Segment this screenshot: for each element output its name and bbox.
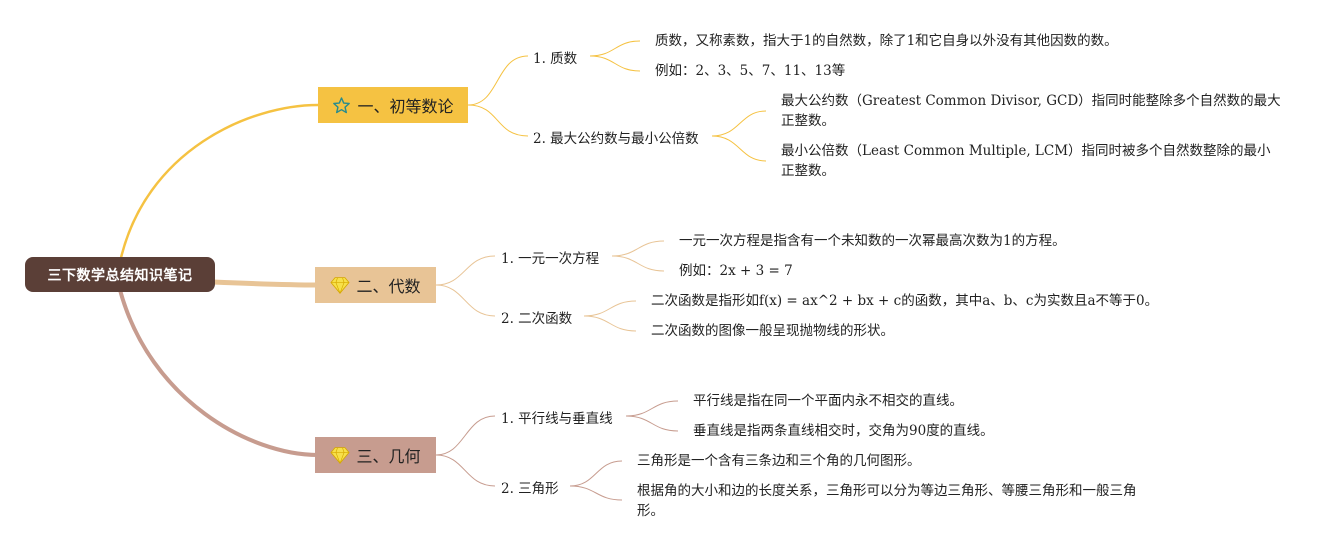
link-root-branch1: [118, 103, 319, 263]
sub-prime-numbers[interactable]: 1. 质数: [533, 51, 578, 67]
root-title: 三下数学总结知识笔记: [47, 267, 193, 284]
link-b3-s2: [435, 454, 496, 487]
leaf-triangle-classification: 根据角的大小和边的长度关系，三角形可以分为等边三角形、等腰三角形和一般三角形。: [637, 483, 1137, 519]
diamond-icon: [330, 446, 351, 464]
branch-label: 一、初等数论: [357, 97, 454, 116]
link-root-branch3: [118, 289, 319, 457]
branch-number-theory[interactable]: 一、初等数论: [318, 87, 468, 123]
link-b3-s2-l1: [569, 460, 623, 487]
link-b1-s1-l2: [589, 55, 641, 72]
sub-quadratic-function[interactable]: 2. 二次函数: [501, 311, 573, 327]
link-root-branch2: [212, 279, 319, 288]
leaf-prime-example: 例如：2、3、5、7、11、13等: [655, 63, 846, 79]
link-b1-s1: [467, 55, 529, 106]
leaf-quadratic-definition: 二次函数是指形如f(x) = ax^2 + bx + c的函数，其中a、b、c为…: [651, 293, 1159, 309]
sub-parallel-perpendicular[interactable]: 1. 平行线与垂直线: [501, 411, 613, 427]
branch-label: 三、几何: [356, 447, 421, 466]
star-icon: [332, 96, 351, 115]
root-node[interactable]: 三下数学总结知识笔记: [25, 257, 215, 292]
link-b2-s1-l1: [611, 240, 665, 257]
link-b3-s1-l1: [625, 400, 679, 417]
diamond-icon: [330, 276, 351, 294]
link-b1-s2: [467, 104, 529, 137]
link-b2-s2: [435, 284, 496, 317]
link-b2-s1: [435, 255, 496, 286]
link-b2-s2-l1: [583, 300, 637, 317]
link-b1-s2-l1: [711, 110, 767, 137]
branch-geometry[interactable]: 三、几何: [315, 437, 436, 473]
leaf-parallel: 平行线是指在同一个平面内永不相交的直线。: [693, 393, 963, 409]
link-b3-s2-l2: [569, 485, 623, 501]
sub-linear-equation[interactable]: 1. 一元一次方程: [501, 251, 600, 267]
leaf-gcd: 最大公约数（Greatest Common Divisor, GCD）指同时能整…: [781, 93, 1281, 129]
leaf-linear-definition: 一元一次方程是指含有一个未知数的一次幂最高次数为1的方程。: [679, 233, 1066, 249]
branch-algebra[interactable]: 二、代数: [315, 267, 436, 303]
leaf-quadratic-graph: 二次函数的图像一般呈现抛物线的形状。: [651, 323, 894, 339]
link-b1-s1-l1: [589, 40, 641, 57]
branch-label: 二、代数: [356, 277, 421, 296]
leaf-triangle-definition: 三角形是一个含有三条边和三个角的几何图形。: [637, 453, 921, 469]
sub-gcd-lcm[interactable]: 2. 最大公约数与最小公倍数: [533, 131, 699, 147]
sub-triangle[interactable]: 2. 三角形: [501, 481, 559, 497]
link-b3-s1: [435, 415, 496, 456]
leaf-lcm: 最小公倍数（Least Common Multiple, LCM）指同时被多个自…: [781, 143, 1271, 179]
link-b1-s2-l2: [711, 135, 767, 162]
leaf-linear-example: 例如：2x + 3 = 7: [679, 263, 793, 279]
link-b2-s2-l2: [583, 315, 637, 332]
leaf-prime-definition: 质数，又称素数，指大于1的自然数，除了1和它自身以外没有其他因数的数。: [655, 33, 1118, 49]
leaf-perpendicular: 垂直线是指两条直线相交时，交角为90度的直线。: [693, 423, 994, 439]
link-b2-s1-l2: [611, 255, 665, 272]
link-b3-s1-l2: [625, 415, 679, 432]
